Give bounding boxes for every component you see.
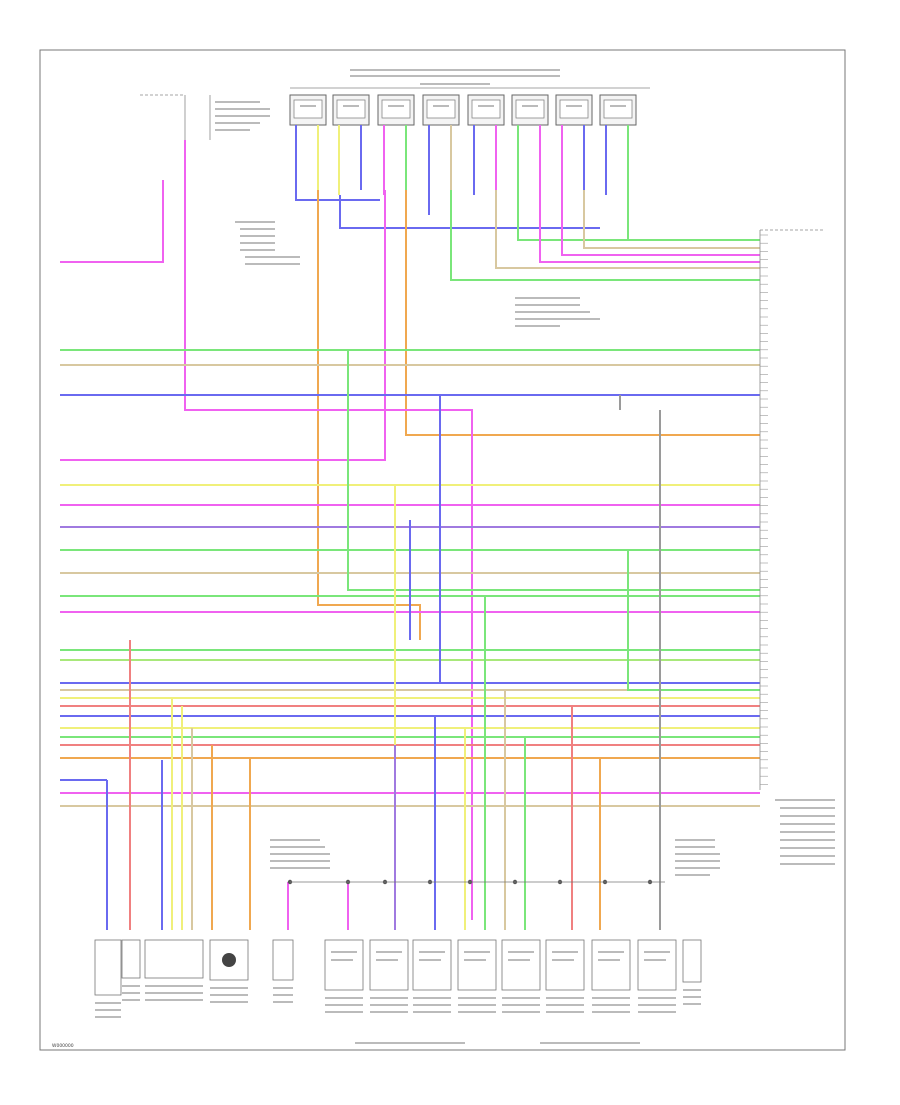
- bottom-component-row: [94, 939, 702, 1018]
- sensor-element: [222, 953, 236, 967]
- sensor-component: [682, 939, 702, 983]
- harness-wire: [627, 550, 760, 691]
- injector-wire: [561, 190, 760, 256]
- coil-component: [457, 939, 497, 991]
- wire-bundle: [60, 125, 760, 930]
- pcm-description-block: [775, 799, 835, 865]
- injector-connector-socket: [293, 99, 323, 119]
- page-code: W000000: [52, 1043, 74, 1049]
- coil-component: [501, 939, 541, 991]
- relay-wire: [60, 180, 164, 263]
- diagram-frame: [39, 49, 846, 1051]
- injector-connector-row: [289, 94, 637, 126]
- module-component: [144, 939, 204, 979]
- injector-connector-socket: [381, 99, 411, 119]
- coil-component: [637, 939, 677, 991]
- injector-connector-socket: [559, 99, 589, 119]
- splice-callout-bottom-left: [270, 839, 330, 869]
- injector-wire: [495, 190, 760, 269]
- relay-wire: [184, 140, 473, 920]
- injector-connector-socket: [603, 99, 633, 119]
- harness-wire: [347, 350, 760, 591]
- injector-wire: [450, 190, 760, 281]
- sensor-component: [272, 939, 294, 981]
- injector-wire: [339, 195, 600, 229]
- coil-component: [369, 939, 409, 991]
- pcm-connector-column: [759, 229, 825, 790]
- coil-component: [412, 939, 452, 991]
- injector-connector-socket: [336, 99, 366, 119]
- coil-component: [591, 939, 631, 991]
- sensor-component: [121, 939, 141, 979]
- splice-callout-top: [235, 221, 300, 265]
- injector-connector-socket: [471, 99, 501, 119]
- injector-wire: [295, 195, 380, 201]
- injector-wire: [517, 190, 760, 241]
- injector-connector-socket: [426, 99, 456, 119]
- injector-wire: [627, 190, 760, 241]
- relay-wire: [60, 190, 386, 461]
- splice-callout-mid: [515, 297, 600, 327]
- coil-component: [545, 939, 585, 991]
- injector-harness-header: [290, 69, 650, 89]
- injector-wire: [317, 190, 421, 640]
- injector-wire: [405, 190, 760, 436]
- injector-wire: [583, 190, 760, 249]
- injector-connector-socket: [515, 99, 545, 119]
- relay-connector: [140, 94, 270, 140]
- injector-wire: [539, 190, 760, 263]
- splice-callout-bottom-right: [675, 839, 720, 876]
- sensor-component: [94, 939, 122, 996]
- coil-component: [324, 939, 364, 991]
